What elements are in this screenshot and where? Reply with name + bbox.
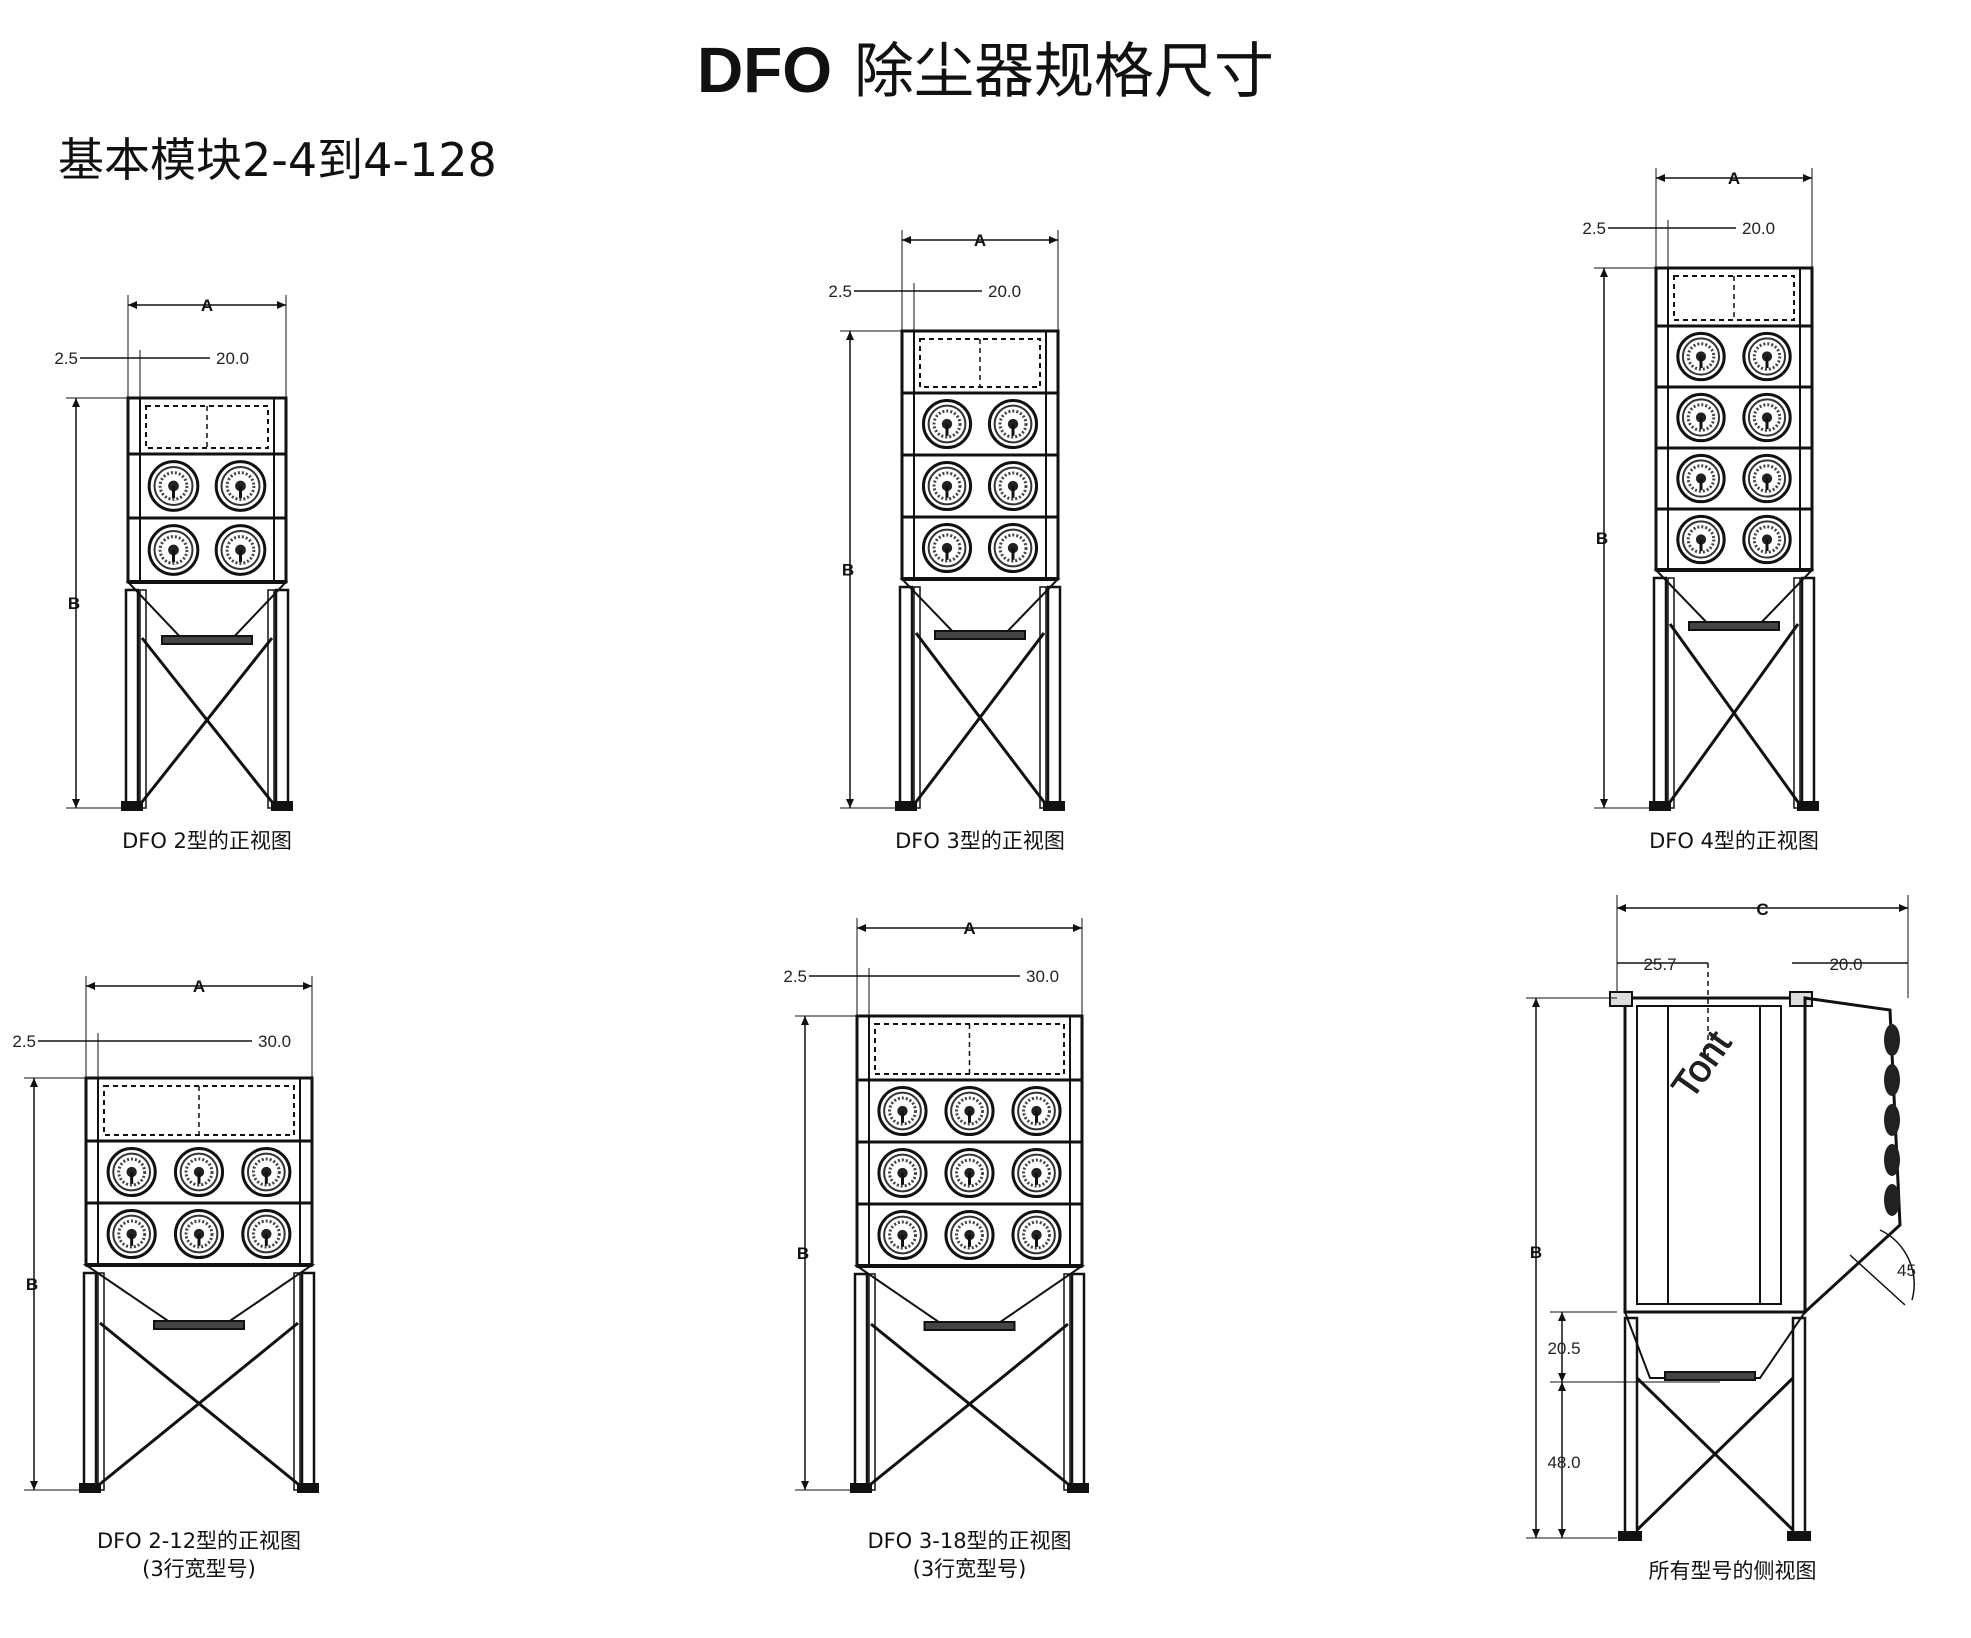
filter-cartridge-icon: [1676, 392, 1726, 443]
dim-label-offset: 2.5: [12, 1032, 36, 1051]
hopper: [125, 581, 289, 643]
dim-label-b-side: B: [1530, 1243, 1542, 1262]
door-knob-icon: [1884, 1104, 1900, 1136]
filter-cartridge-icon: [1676, 514, 1726, 565]
filter-cartridge-icon: [214, 524, 267, 576]
view-caption: DFO 2型的正视图: [122, 829, 292, 853]
dim-label-module-width: 20.0: [988, 282, 1021, 301]
dim-label-side-top: 20.0: [1829, 955, 1862, 974]
hopper: [899, 578, 1061, 638]
dim-label-hopper: 20.5: [1547, 1339, 1580, 1358]
view-caption-sub: (3行宽型号): [913, 1557, 1027, 1581]
filter-cartridge-icon: [921, 398, 973, 450]
filter-cartridge-icon: [214, 460, 267, 512]
dim-label-module-width: 20.0: [1742, 219, 1775, 238]
filter-cartridge-icon: [1742, 392, 1792, 443]
filter-cartridge-icon: [944, 1209, 995, 1261]
front-view-3: A 2.5 20.0B DFO 4型的正视图: [1582, 168, 1819, 853]
dim-label-a: A: [974, 231, 986, 250]
filter-cartridge-icon: [1742, 331, 1792, 382]
dim-label-legs: 48.0: [1547, 1453, 1580, 1472]
dim-label-a: A: [201, 296, 213, 315]
dim-label-b: B: [1596, 529, 1608, 548]
title-model-code: DFO: [696, 34, 833, 106]
filter-cartridge-icon: [106, 1208, 157, 1260]
filter-cartridge-icon: [877, 1085, 928, 1137]
filter-cartridge-icon: [1742, 453, 1792, 504]
dim-label-module-width: 20.0: [216, 349, 249, 368]
filter-cartridge-icon: [921, 460, 973, 512]
dim-label-offset: 2.5: [783, 967, 807, 986]
front-view-2: A 2.5 20.0B DFO 3型的正视图: [828, 230, 1065, 853]
dim-label-offset: 2.5: [54, 349, 78, 368]
door-knob-icon: [1884, 1064, 1900, 1096]
filter-cartridge-icon: [1676, 453, 1726, 504]
view-caption: DFO 4型的正视图: [1649, 829, 1819, 853]
filter-cartridge-icon: [173, 1208, 225, 1260]
access-door: [1803, 996, 1902, 1316]
dim-label-module-width: 30.0: [258, 1032, 291, 1051]
filter-cartridge-icon: [1011, 1209, 1062, 1261]
filter-cartridge-icon: [1011, 1147, 1062, 1199]
dim-label-angle: 45: [1897, 1261, 1916, 1280]
door-knob-icon: [1884, 1184, 1900, 1216]
filter-cartridge-icon: [877, 1209, 928, 1261]
dim-label-inlet: 25.7: [1643, 955, 1676, 974]
view-caption-sub: (3行宽型号): [142, 1557, 256, 1581]
filter-cartridge-icon: [944, 1085, 995, 1137]
front-view-4: A 2.5 30.0B DFO 2-12型的正视图 (3行宽型号): [12, 976, 319, 1581]
filter-cartridge-icon: [877, 1147, 928, 1199]
view-caption: DFO 2-12型的正视图: [97, 1529, 301, 1553]
door-knob-icon: [1884, 1024, 1900, 1056]
dim-label-offset: 2.5: [1582, 219, 1606, 238]
view-caption: 所有型号的侧视图: [1649, 1559, 1817, 1583]
filter-cartridge-icon: [944, 1147, 995, 1199]
dim-label-a: A: [963, 919, 975, 938]
view-caption: DFO 3型的正视图: [895, 829, 1065, 853]
filter-cartridge-icon: [1742, 514, 1792, 565]
filter-cartridge-icon: [147, 460, 200, 512]
filter-cartridge-icon: [173, 1146, 225, 1198]
filter-cartridge-icon: [1676, 331, 1726, 382]
title-text: 除尘器规格尺寸: [854, 37, 1275, 107]
filter-cartridge-icon: [106, 1146, 157, 1198]
filter-cartridge-icon: [987, 522, 1039, 574]
front-view-5: A 2.5 30.0B DFO 3-18型的正视图 (3行宽型号): [783, 918, 1089, 1581]
front-view-1: A 2.5 20.0B DFO 2型的正视图: [54, 295, 293, 853]
filter-cartridge-icon: [241, 1146, 292, 1198]
filter-cartridge-icon: [241, 1208, 292, 1260]
page-title: DFO 除尘器规格尺寸: [0, 30, 1971, 112]
door-knob-icon: [1884, 1144, 1900, 1176]
hopper: [853, 1265, 1086, 1329]
dim-label-a: A: [193, 977, 205, 996]
dim-label-b: B: [842, 561, 854, 580]
brand-text: Tont: [1664, 1023, 1740, 1106]
dim-label-a: A: [1728, 169, 1740, 188]
filter-cartridge-icon: [147, 524, 200, 576]
hopper: [1653, 569, 1815, 629]
dim-label-b: B: [26, 1275, 38, 1294]
filter-cartridge-icon: [987, 460, 1039, 512]
dim-label-b: B: [797, 1244, 809, 1263]
dim-label-c: C: [1756, 900, 1768, 919]
dim-label-b: B: [68, 594, 80, 613]
dim-label-offset: 2.5: [828, 282, 852, 301]
page-subtitle: 基本模块2-4到4-128: [58, 133, 497, 187]
side-hopper: [1623, 1311, 1807, 1379]
filter-cartridge-icon: [987, 398, 1039, 450]
filter-cartridge-icon: [921, 522, 973, 574]
view-caption: DFO 3-18型的正视图: [867, 1529, 1071, 1553]
hopper: [82, 1264, 316, 1328]
filter-cartridge-icon: [1011, 1085, 1062, 1137]
dim-label-module-width: 30.0: [1026, 967, 1059, 986]
